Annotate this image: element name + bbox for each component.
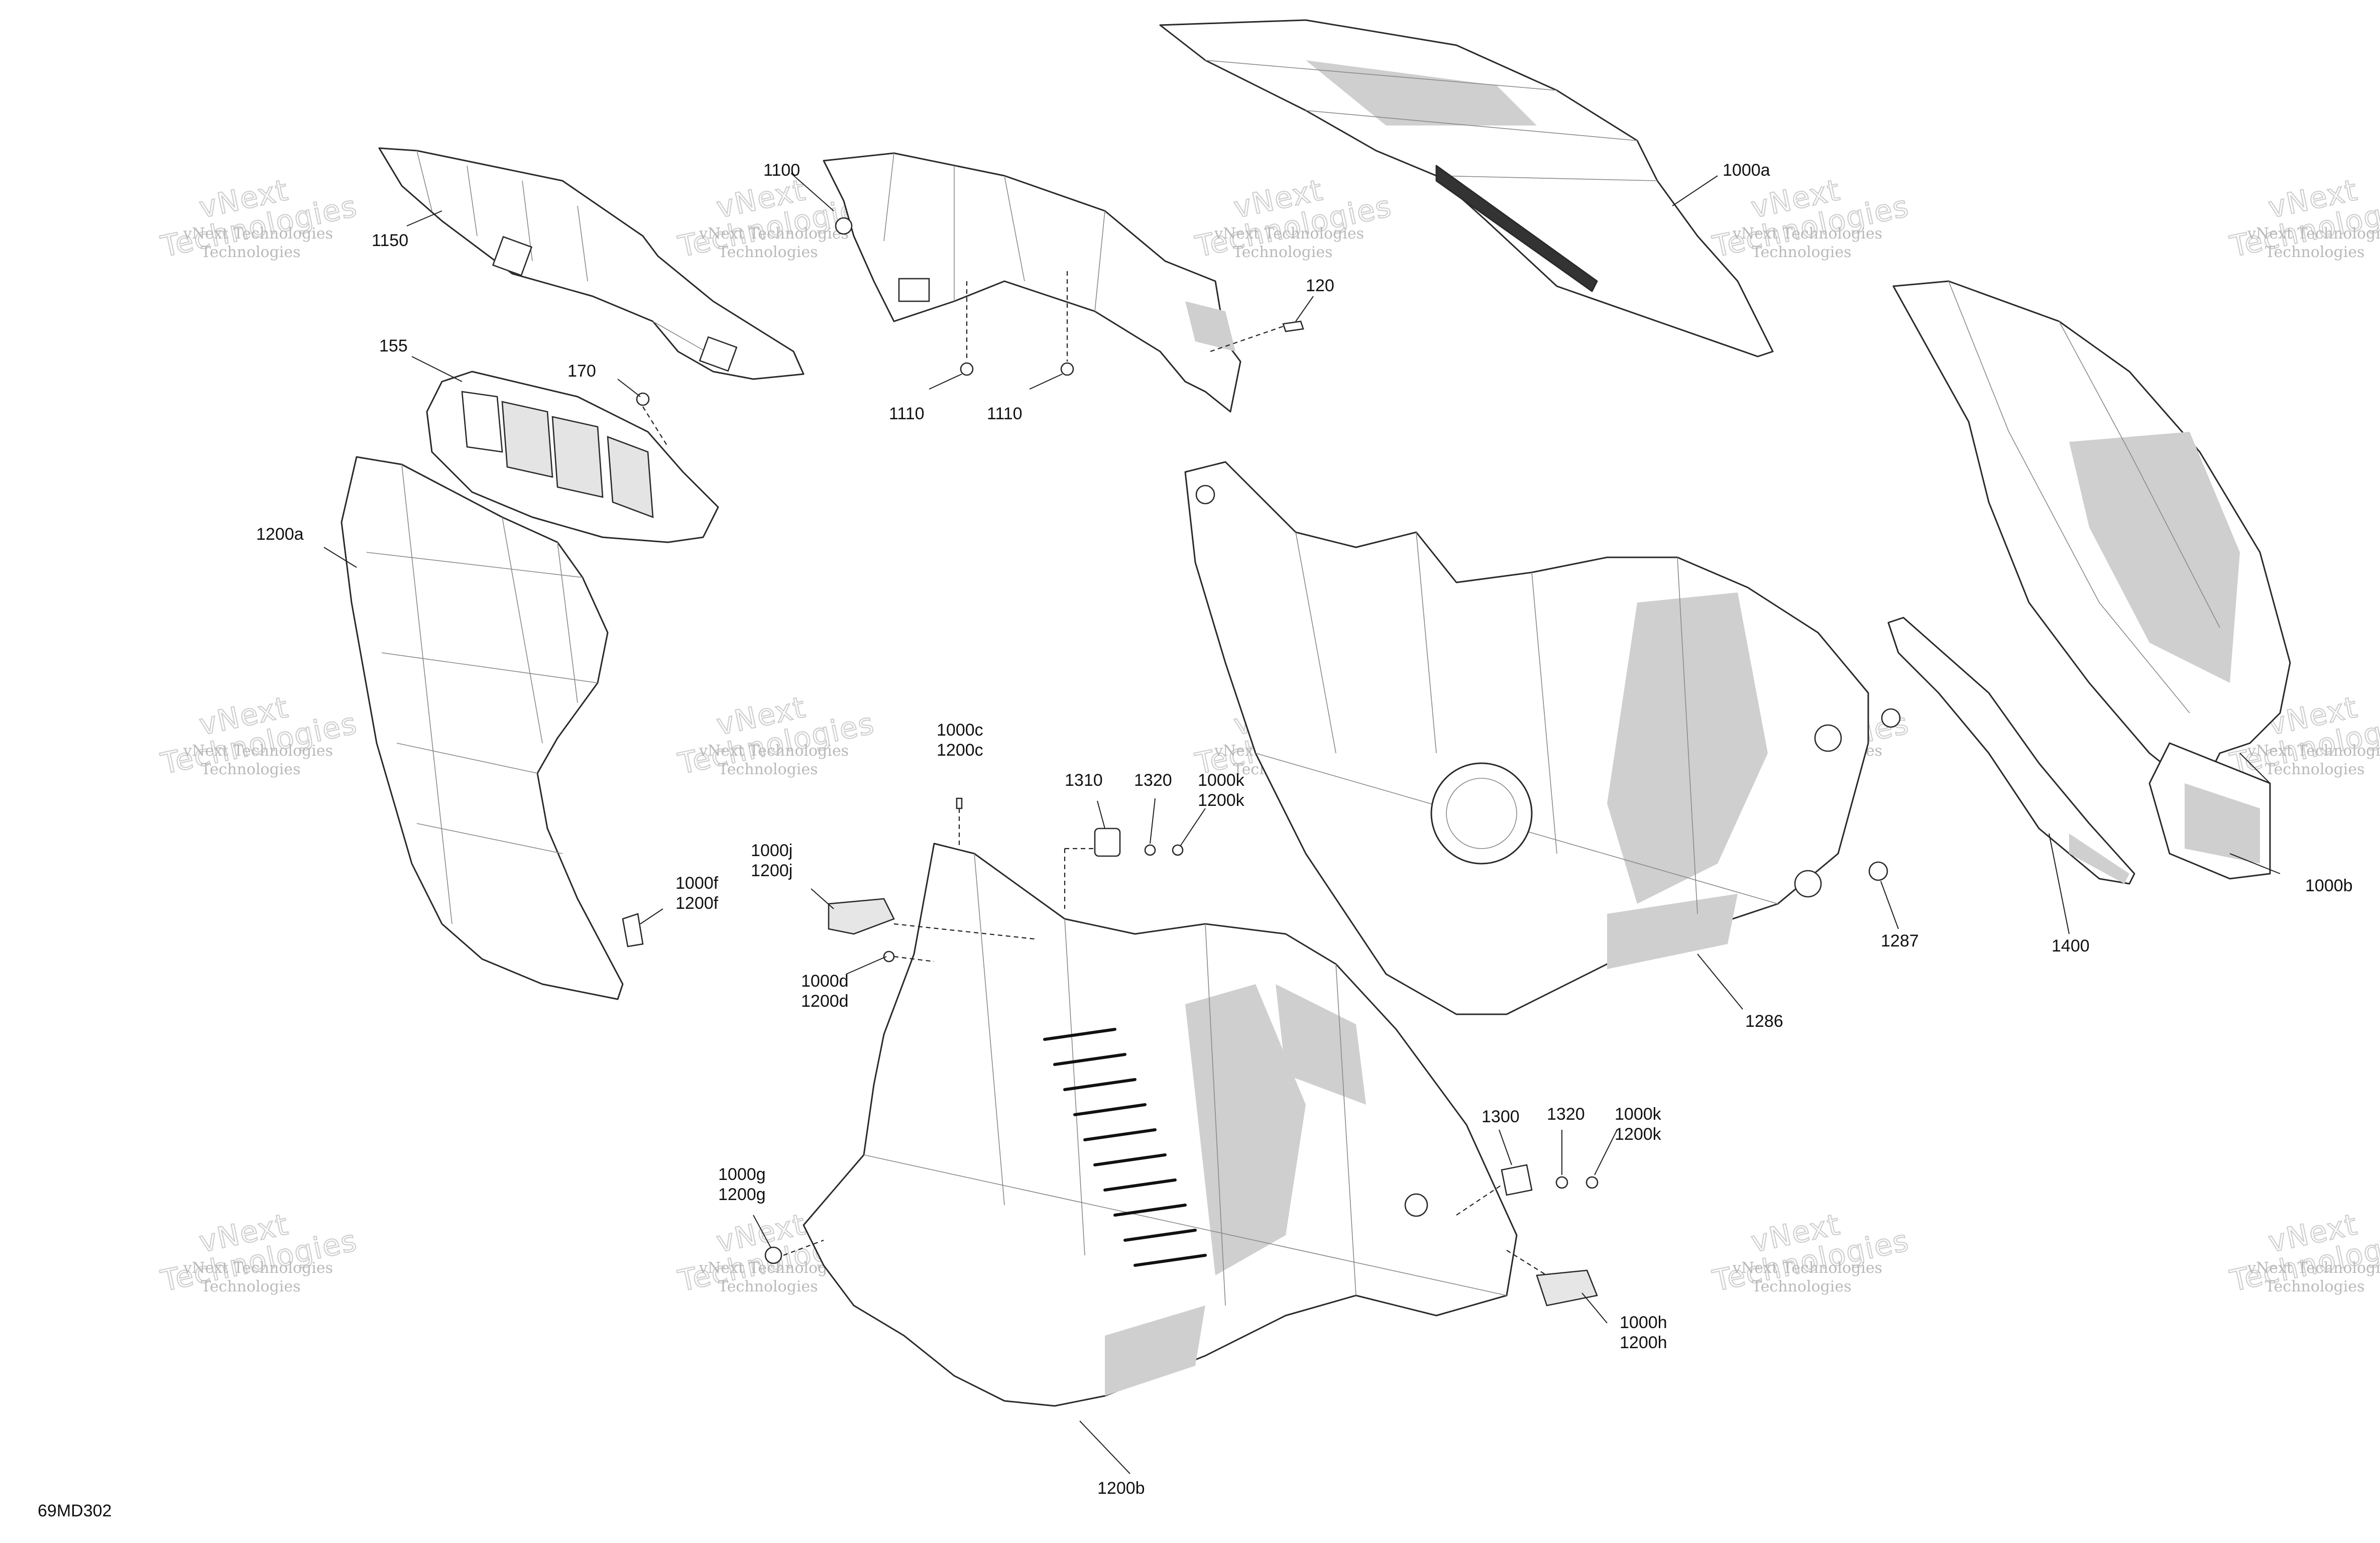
- watermark-text: Technologies: [718, 1278, 818, 1295]
- part-155-grille: [426, 371, 719, 543]
- part-1150-bracket: [378, 147, 805, 380]
- watermark-text: vNext Technologies: [1732, 225, 1882, 243]
- panel-vents: [1435, 165, 1598, 292]
- part-labels: 1150 1100 1110 1110 120 1000a 155 170 12…: [256, 161, 2353, 1498]
- watermark-text: vNext Technologies: [2247, 742, 2380, 760]
- label-1400: 1400: [2052, 936, 2090, 956]
- watermark-text: Technologies: [2265, 761, 2365, 778]
- label-170: 170: [568, 362, 596, 381]
- watermark-text: vNext Technologies: [1732, 1259, 1882, 1277]
- label-1310: 1310: [1065, 771, 1103, 790]
- label-1110-left: 1110: [889, 404, 925, 423]
- label-1200h: 1200h: [1620, 1333, 1667, 1352]
- diagram-code: 69MD302: [38, 1501, 111, 1520]
- panel-louvers: [1043, 1028, 1207, 1267]
- watermark-text: Technologies: [201, 244, 301, 261]
- leader-lines: [323, 173, 2281, 1474]
- watermark-text: vNext Technologies: [183, 1259, 333, 1277]
- label-1000k-lower: 1000k: [1615, 1105, 1662, 1124]
- watermark-text: vNext Technologies: [2247, 1259, 2380, 1277]
- part-1400-strip: [1887, 617, 2135, 885]
- label-1000k-upper: 1000k: [1198, 771, 1245, 790]
- label-1000a: 1000a: [1723, 161, 1770, 180]
- watermark-text: Technologies: [1752, 244, 1852, 261]
- watermark-text: Technologies: [1233, 244, 1333, 261]
- label-1287: 1287: [1881, 931, 1919, 951]
- watermark-text: vNext Technologies: [2247, 225, 2380, 243]
- label-1320-upper: 1320: [1134, 771, 1172, 790]
- label-1286: 1286: [1745, 1012, 1783, 1031]
- label-1200a: 1200a: [256, 525, 304, 544]
- part-1286-panel: [1184, 461, 1869, 1015]
- label-1320-lower: 1320: [1547, 1105, 1585, 1124]
- part-1000a-panel: [1159, 19, 1774, 358]
- label-1000g: 1000g: [718, 1165, 766, 1184]
- label-1000b: 1000b: [2305, 876, 2353, 895]
- label-1200f: 1200f: [675, 894, 719, 913]
- label-1000f: 1000f: [675, 874, 719, 893]
- watermark-text: vNext Technologies: [699, 225, 849, 243]
- watermark-text: Technologies: [201, 1278, 301, 1295]
- part-1200a-panel: [341, 456, 624, 1000]
- label-1200c: 1200c: [937, 741, 983, 760]
- watermark-text: Technologies: [718, 761, 818, 778]
- label-1000d: 1000d: [801, 972, 849, 991]
- watermark-text: vNext Technologies: [183, 225, 333, 243]
- label-1000h: 1000h: [1620, 1313, 1667, 1332]
- part-1000b-panel: [1892, 280, 2291, 880]
- label-1200d: 1200d: [801, 992, 849, 1011]
- hardware: [622, 271, 1901, 1307]
- watermark-text: Technologies: [201, 761, 301, 778]
- label-1200k-lower: 1200k: [1615, 1125, 1662, 1144]
- part-1200b-panel: [803, 843, 1518, 1407]
- label-1000j: 1000j: [751, 841, 792, 860]
- part-1100-bracket: [823, 152, 1241, 413]
- watermark-text: Technologies: [2265, 244, 2365, 261]
- watermark-text: Technologies: [2265, 1278, 2365, 1295]
- label-1200g: 1200g: [718, 1185, 766, 1204]
- label-1150: 1150: [372, 231, 408, 250]
- watermark-text: vNext Technologies: [699, 742, 849, 760]
- label-1100: 1100: [763, 161, 800, 180]
- label-155: 155: [379, 336, 408, 355]
- label-120: 120: [1306, 276, 1334, 295]
- label-1200k-upper: 1200k: [1198, 791, 1245, 810]
- label-1110-right: 1110: [987, 404, 1023, 423]
- label-1300: 1300: [1482, 1107, 1520, 1126]
- watermark-text: vNext Technologies: [183, 742, 333, 760]
- watermark-text: vNext Technologies: [1214, 225, 1364, 243]
- watermark-text: Technologies: [718, 244, 818, 261]
- label-1200b: 1200b: [1097, 1479, 1145, 1498]
- label-1000c: 1000c: [937, 721, 983, 740]
- label-1200j: 1200j: [751, 861, 792, 880]
- watermark-text: Technologies: [1752, 1278, 1852, 1295]
